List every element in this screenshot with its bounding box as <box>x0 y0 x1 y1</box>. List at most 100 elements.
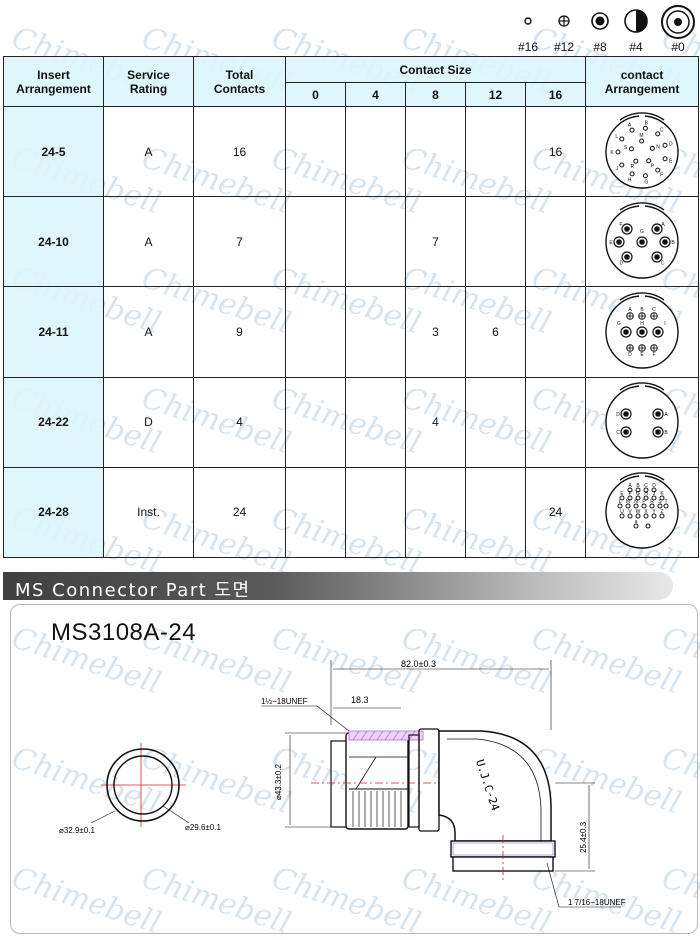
body-collar <box>418 728 440 832</box>
insert-arrangement-cell: 24-10 <box>3 196 104 288</box>
contact-16-pin <box>627 487 633 493</box>
total-contacts-cell: 4 <box>193 376 286 468</box>
header-insert-arrangement: Insert Arrangement <box>3 56 104 107</box>
contact-16-icon <box>524 17 532 25</box>
contact-16-pin <box>659 513 665 519</box>
contact-16-pin <box>627 513 633 519</box>
pin-label: F <box>653 352 656 358</box>
contact-8-core <box>655 329 661 335</box>
insert-outline <box>605 475 679 550</box>
contact-16-pin <box>646 157 652 163</box>
contact-8-pin <box>652 326 664 338</box>
header-size-12: 12 <box>465 82 526 107</box>
contact-16-pin <box>617 503 623 509</box>
contact-16-pin <box>649 503 655 509</box>
size-16-cell: 24 <box>524 466 587 559</box>
contact-size-legend: #16 #12 #8 #4 #0 <box>510 4 700 56</box>
pin-label: D <box>669 141 673 147</box>
contact-16-pin <box>651 495 657 501</box>
keyway-arc <box>619 111 665 121</box>
pin-label: E <box>669 158 673 164</box>
pin-label: D <box>620 260 624 266</box>
legend-item-16: #16 <box>510 4 546 54</box>
pin-label: C <box>652 307 656 313</box>
pin-label: C <box>660 127 664 133</box>
pin-label: G <box>617 321 621 327</box>
keyway-arc <box>619 382 665 391</box>
contact-16-pin <box>649 145 655 151</box>
size-16-cell <box>524 376 587 468</box>
insert-arrangement-cell: 24-28 <box>3 466 104 559</box>
contact-16-pin <box>641 503 647 509</box>
service-rating-cell: D <box>103 376 194 468</box>
contact-16-pin <box>643 487 649 493</box>
contact-16-pin <box>645 523 651 529</box>
contact-16-pin <box>619 136 625 142</box>
service-rating-cell: A <box>103 196 194 288</box>
size-8-cell <box>405 466 466 559</box>
contact-16-pin <box>627 495 633 501</box>
pin-label: C <box>661 260 665 266</box>
size-8-cell <box>405 105 466 198</box>
pin-label: P <box>651 163 655 169</box>
contact-8-pin <box>620 426 632 438</box>
contact-8-pin <box>621 251 633 263</box>
contact-8-core <box>616 238 622 245</box>
contact-8-core <box>655 411 661 417</box>
pin-label: L <box>619 499 622 505</box>
contact-16-pin <box>643 513 649 519</box>
pin-label: S <box>624 145 628 151</box>
pin-label: E <box>609 240 613 246</box>
contact-16-pin <box>633 503 639 509</box>
legend-label: #0 <box>671 40 685 54</box>
insert-arrangement-cell: 24-5 <box>3 105 104 198</box>
contact-16-pin <box>655 130 661 136</box>
side-view: 82.0±0.3 1½−18UNEF 18.3 ⌀43.3±0.2 <box>261 659 626 908</box>
front-view: ⌀32.9±0.1 ⌀29.6±0.1 <box>59 743 221 835</box>
thread-bottom-dim: 1 7/16−18UNEF <box>568 898 626 907</box>
pin-label: N <box>656 144 660 150</box>
pin-label: B <box>640 307 644 313</box>
legend-item-8: #8 <box>582 4 618 54</box>
contact-8-core <box>624 253 630 260</box>
contact-16-pin <box>643 495 649 501</box>
header-total-contacts: Total Contacts <box>193 56 286 107</box>
insert-outline <box>605 114 679 189</box>
size-8-cell: 4 <box>405 376 466 468</box>
pin-label: I <box>664 321 665 327</box>
size-16-cell <box>524 286 587 378</box>
pin-label: H <box>628 177 632 183</box>
part-number: MS3108A-24 <box>51 619 197 646</box>
pin-label: F <box>619 222 622 228</box>
pin-label: D <box>616 412 620 418</box>
front-outer-dim: ⌀32.9±0.1 <box>59 826 95 835</box>
size-16-cell: 16 <box>524 105 587 198</box>
thread-hatch-top <box>348 730 424 741</box>
contact-16-pin <box>633 523 639 529</box>
pin-label: A <box>628 483 632 489</box>
contact-16-pin <box>657 503 663 509</box>
contact-8-core <box>639 329 645 335</box>
pin-label: V <box>628 509 632 515</box>
keyway-arc <box>619 472 665 481</box>
pin-label: a <box>635 519 638 525</box>
total-contacts-cell: 7 <box>193 196 286 288</box>
contact-16-pin <box>619 162 625 168</box>
pin-label: K <box>660 491 664 497</box>
pin-label: P <box>642 499 646 505</box>
pin-label: B <box>671 240 675 246</box>
contact-16-pin <box>655 167 661 173</box>
pin-label: J <box>653 491 656 497</box>
size-4-cell <box>345 196 406 288</box>
pin-label: H <box>644 491 648 497</box>
size-4-cell <box>345 466 406 559</box>
pin-label: A <box>628 307 632 313</box>
section-header: MS Connector Part 도면 <box>3 572 673 601</box>
header-size-4: 4 <box>345 82 406 107</box>
